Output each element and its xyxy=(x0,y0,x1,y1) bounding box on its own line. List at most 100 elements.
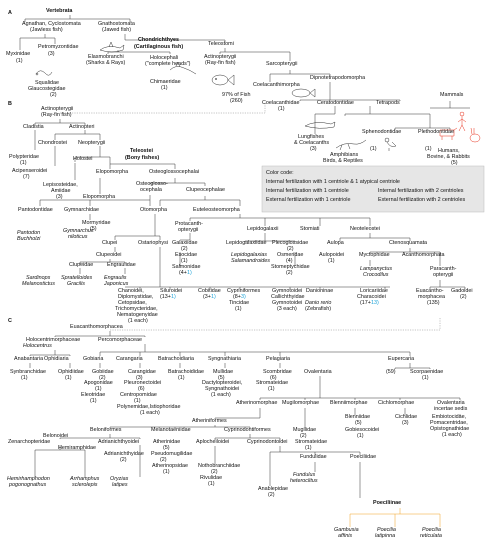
taxon-label-cobitidae-n-blue-count: 1) xyxy=(211,294,216,300)
taxon-label-atherinopsidae-n: (1) xyxy=(163,469,170,475)
taxon-label-clupeocephalae: Clupeocephalae xyxy=(186,187,225,193)
taxon-label-myctophidae: Myctophidae xyxy=(359,252,390,258)
taxon-label-squalidae: Squalidae xyxy=(35,80,59,86)
taxon-label-pantodon: Pantodon xyxy=(17,230,40,236)
taxon-label-polypteridae-n: (1) xyxy=(20,160,27,166)
lamprey-icon xyxy=(35,70,53,76)
taxon-label-agnathan-2: (Jawless fish) xyxy=(30,27,63,33)
taxon-label-actinopteri: Actinopteri xyxy=(69,124,94,130)
taxon-label-blenniidae: Blenniidae xyxy=(345,414,370,420)
taxon-label-cyprinodontoidei: Cyprinodontoidei xyxy=(247,439,287,445)
taxon-label-poeciliinae: Poeciliinae xyxy=(373,500,401,506)
taxon-label-danionina: Danioninae xyxy=(306,288,333,294)
taxon-label-actinopterygii-b-2: (Ray-fin fish) xyxy=(41,112,72,118)
taxon-label-clupei: Clupei xyxy=(102,240,117,246)
taxon-label-arrhamphus: Arrhamphus xyxy=(69,476,100,482)
taxon-label-gymnarchidae: Gymnarchidae xyxy=(64,207,99,213)
taxon-label-adrianichthyidae: Adrianichthyidae xyxy=(104,451,144,457)
taxon-label-siluroidei-n: (13+1) xyxy=(160,294,176,300)
taxon-label-atherinomorphae: Atherinomorphae xyxy=(236,400,277,406)
taxon-label-mugilidae-n: (2) xyxy=(300,433,307,439)
taxon-label-eupercaria: Eupercaria xyxy=(388,356,414,362)
taxon-label-salmonidae: Salmonidae xyxy=(172,264,200,270)
taxon-label-mammals: Mammals xyxy=(440,92,464,98)
taxon-label-chimaeridae: Chimaeridae xyxy=(150,79,181,85)
taxon-label-sarcopterygii-a: Sarcopterygii xyxy=(266,61,297,67)
taxon-label-centropomidae-n: (1) xyxy=(134,398,141,404)
taxon-label-holocentrimorphaceae: Holocentrimorphaceae xyxy=(26,337,80,343)
taxon-label-aplocheiloidei: Aplocheiloidei xyxy=(196,439,229,445)
taxon-label-stromateidae-2: Stromateidae xyxy=(295,439,327,445)
taxon-label-engraulis: Engraulis xyxy=(104,275,127,281)
taxon-label-lungfishes-n: (3) xyxy=(310,146,317,152)
taxon-label-chimaeridae-n: (1) xyxy=(161,85,168,91)
taxon-label-agnathan: Agnathan, Cyclostomata xyxy=(22,21,81,27)
taxon-label-elasmobranchi-2: (Sharks & Rays) xyxy=(86,60,125,66)
taxon-label-panel-a: A xyxy=(8,10,12,16)
taxon-label-gymnarchus: Gymnarchus xyxy=(63,228,94,234)
taxon-label-spratelloides: Spratelloides xyxy=(61,275,92,281)
taxon-label-poeciliidae: Poeciliidae xyxy=(350,454,376,460)
taxon-label-glaucostegidae: Glaucostegidae xyxy=(28,86,65,92)
taxon-label-lampanyctus: Lampanyctus xyxy=(360,266,392,272)
taxon-label-cobitidae: Cobitidae xyxy=(198,288,221,294)
rabbit-icon xyxy=(469,127,481,143)
taxon-label-lepidogalaxiidae: Lepidogalaxiidae xyxy=(226,240,266,246)
taxon-label-petromyzontidae: Petromyzontidae xyxy=(38,44,78,50)
taxon-label-lepisosteidae-n: (3) xyxy=(56,194,63,200)
taxon-label-anablepidae-n: (2) xyxy=(268,492,275,498)
taxon-label-petromyzontidae-n: (3) xyxy=(48,51,55,57)
taxon-label-loricariidae: Loricariidae xyxy=(360,288,388,294)
taxon-label-stromateidae-2-n: (1) xyxy=(305,445,312,451)
taxon-label-siluroidei: Siluroidei xyxy=(160,288,182,294)
taxon-label-nematogenyidae-n: (1 each) xyxy=(128,318,148,324)
taxon-label-osmeridae: Osmeridae xyxy=(277,252,303,258)
taxon-label-hemirhamphodon-2: pogonognathus xyxy=(8,482,46,488)
taxon-label-otomorpha: Otomorpha xyxy=(140,207,167,213)
legend-item: External fertilization with 1 centriole xyxy=(266,197,351,203)
taxon-label-vertebrata: Vertebrata xyxy=(46,8,73,14)
taxon-label-chondrichthyes: Chondrichthyes xyxy=(138,37,179,43)
taxon-label-sphenodontidae: Sphenodontidae xyxy=(362,129,401,135)
taxon-label-beloniformes: Beloniformes xyxy=(90,427,122,433)
taxon-label-atheriniformes: Atheriniformes xyxy=(192,418,227,424)
taxon-label-hemirhamphodon: Hemirhamphodon xyxy=(7,476,50,482)
taxon-label-stomiiformes-n: (2) xyxy=(286,270,293,276)
taxon-label-salmonidae-n: (4+1) xyxy=(179,270,192,276)
taxon-label-cetopsidae: Cetopsidae, xyxy=(118,300,147,306)
taxon-label-polynemidae: Polynemidae,Istiophoridae xyxy=(117,404,181,410)
taxon-label-ophidiidae: Ophidiidae xyxy=(58,369,84,375)
taxon-label-stromateidae-n: (1) xyxy=(268,386,275,392)
taxon-label-actinopterygii-a-2: (Ray-fin fish) xyxy=(205,60,236,66)
taxon-label-polypteridae: Polypteridae xyxy=(9,154,39,160)
taxon-label-atherinidae: Atherinidae xyxy=(153,439,180,445)
taxon-label-chondrostei: Chondrostei xyxy=(38,140,67,146)
chimaera-icon xyxy=(169,61,197,75)
taxon-label-acipenseroidei: Acipenseroidei xyxy=(12,168,47,174)
taxon-label-cladistia: Cladistia xyxy=(23,124,44,130)
taxon-label-gadoidei-n: (2) xyxy=(460,294,467,300)
taxon-label-gymnarchus-2: niloticus xyxy=(68,234,88,240)
taxon-label-gymnotoidei-2: Gymnotoidei xyxy=(272,300,302,306)
cow-icon xyxy=(439,127,458,140)
taxon-label-salamandroides: Salamandroides xyxy=(231,258,270,264)
taxon-label-humans: Humans, xyxy=(438,148,460,154)
color-legend: Color code: Internal fertilization with … xyxy=(261,165,485,213)
taxon-label-paracanthopterygii-2: opterygii xyxy=(433,272,453,278)
taxon-label-poecilia-ret: Poecilia xyxy=(422,527,441,533)
taxon-label-amphibians-2: Birds, & Reptiles xyxy=(323,158,363,164)
taxon-label-gadoidei: Gadoidei xyxy=(451,288,473,294)
taxon-label-cypriniformes-n-blue-count: 3) xyxy=(241,294,246,300)
taxon-label-siluroidei-n-blue-count: 1) xyxy=(171,294,176,300)
taxon-label-aulopoidei: Aulopoidei xyxy=(319,252,344,258)
taxon-label-zenarchopteridae: Zenarchopteridae xyxy=(8,439,50,445)
taxon-label-gymnotoidei-n: (3 each) xyxy=(277,306,297,312)
taxon-label-euteleosteomorpha: Euteleosteomorpha xyxy=(193,207,240,213)
taxon-label-centropomidae: Centropomidae xyxy=(120,392,157,398)
taxon-label-pleuronectoidei: Pleuronectoidei xyxy=(124,380,161,386)
taxon-label-clupeidae: Clupeidae xyxy=(69,262,93,268)
taxon-label-poecilia-ret-2: reticulata xyxy=(420,533,442,539)
taxon-label-diplomystidae: Diplomystidae, xyxy=(118,294,154,300)
taxon-label-apogonidae-n: (1) xyxy=(95,386,102,392)
